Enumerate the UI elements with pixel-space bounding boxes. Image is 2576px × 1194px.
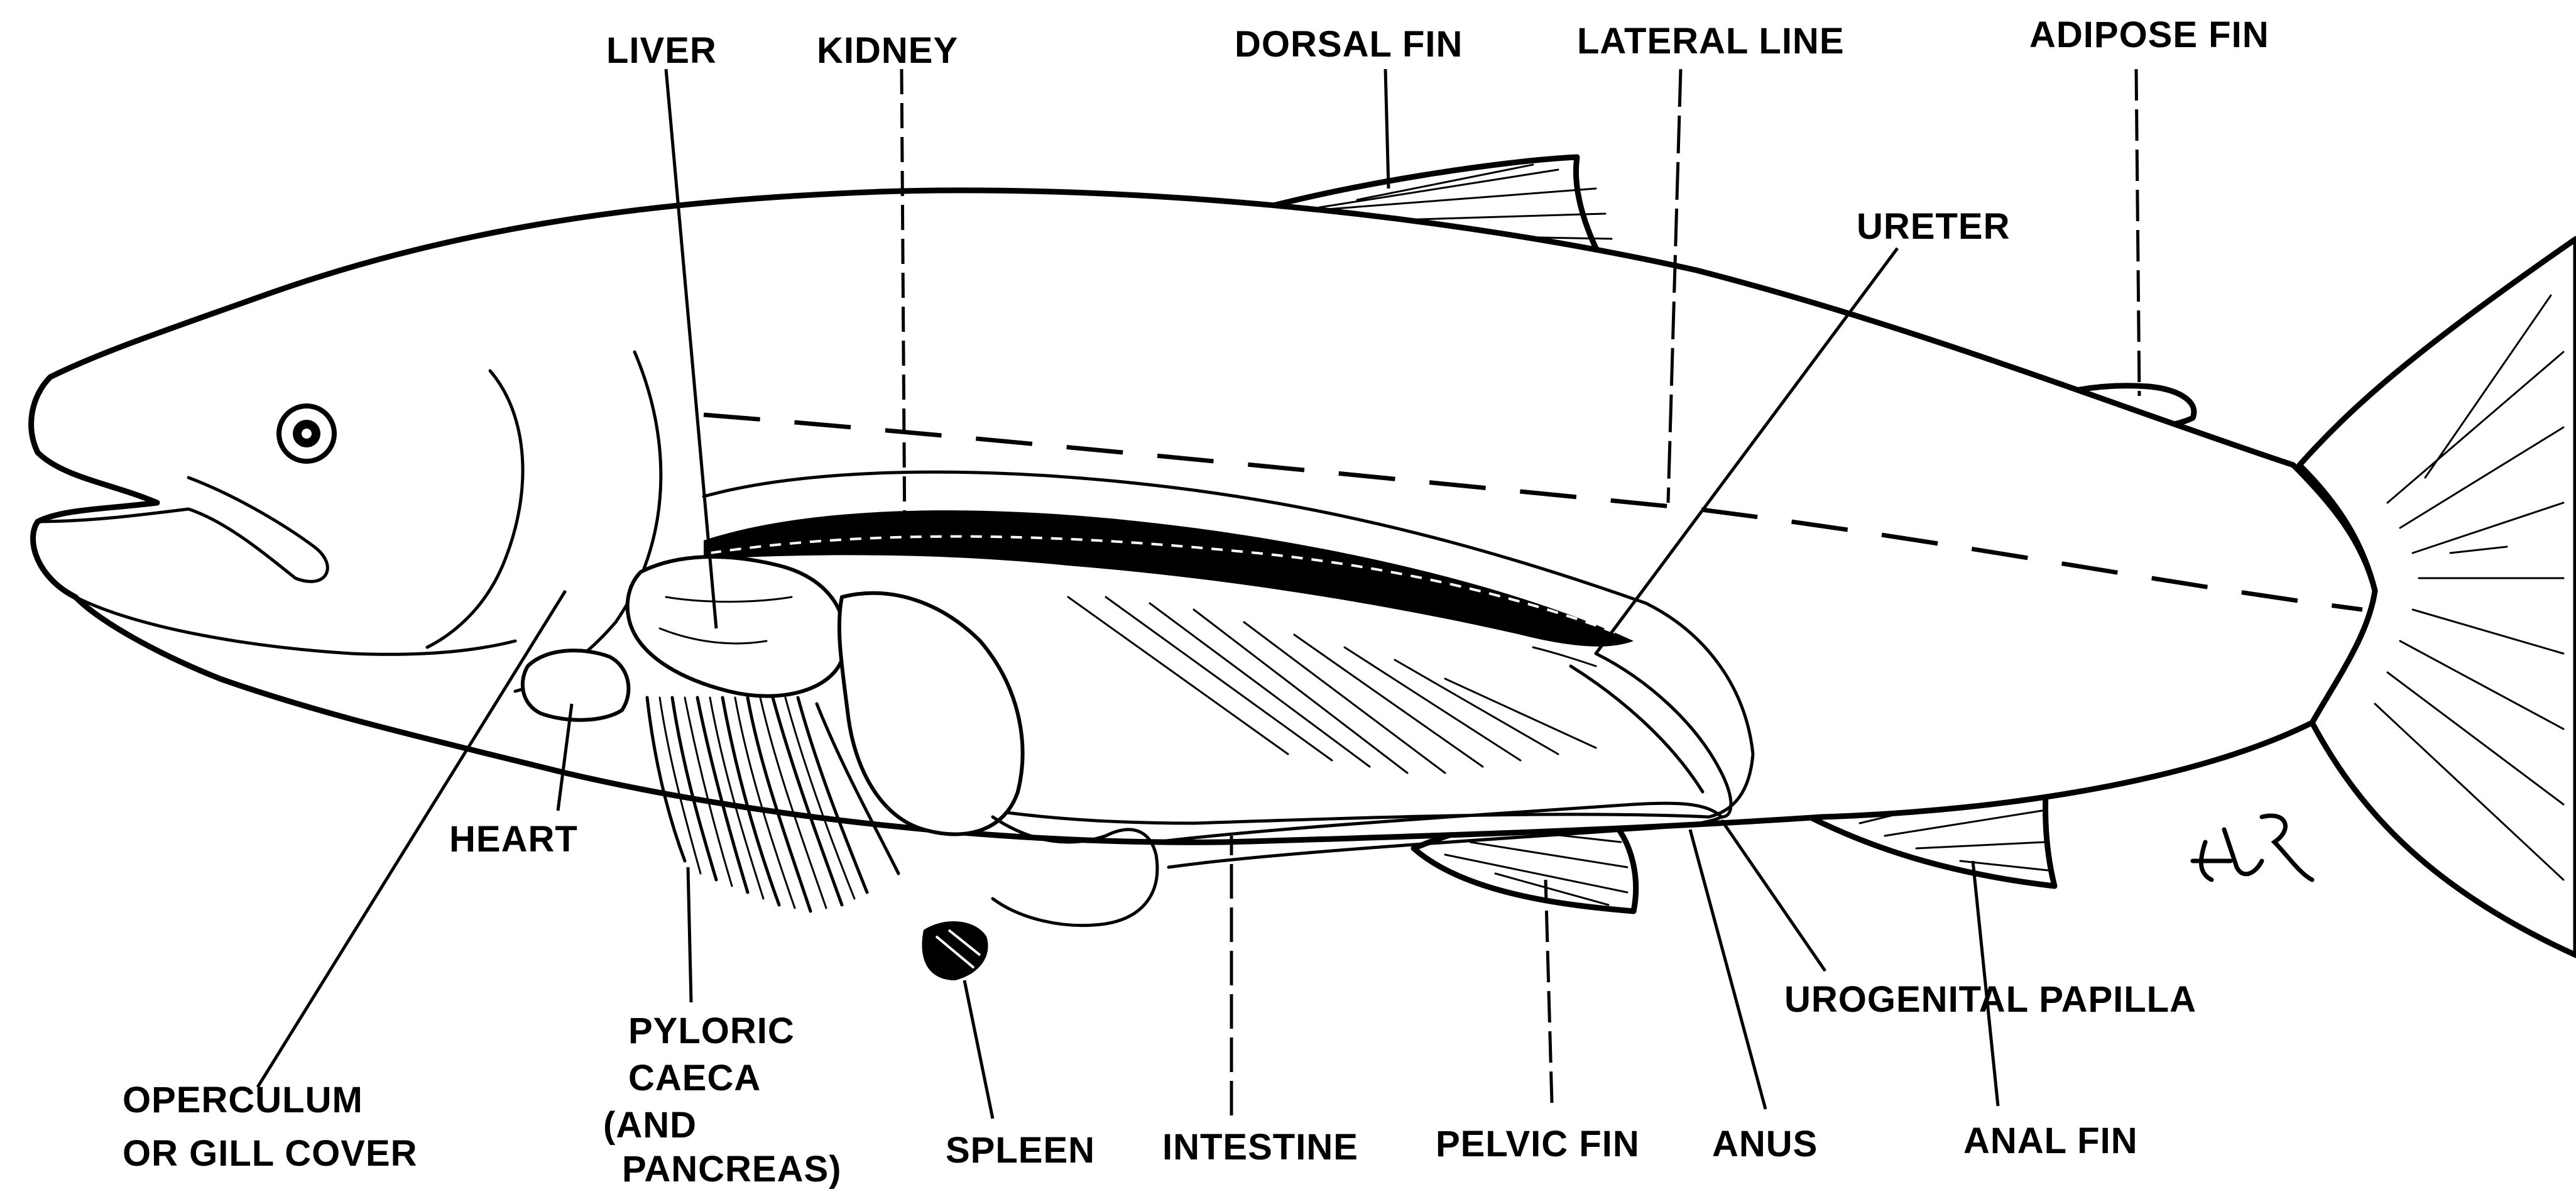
- label-intestine: INTESTINE: [1162, 1127, 1358, 1168]
- label-adipose-fin: ADIPOSE FIN: [2029, 14, 2269, 55]
- label-dorsal-fin: DORSAL FIN: [1235, 24, 1463, 65]
- spleen: [922, 921, 988, 980]
- heart: [523, 650, 629, 720]
- label-kidney: KIDNEY: [817, 30, 958, 71]
- label-spleen: SPLEEN: [946, 1130, 1095, 1171]
- label-pyloric-2: CAECA: [628, 1058, 761, 1098]
- label-pyloric-3: (AND: [603, 1105, 697, 1146]
- label-pyloric-4: PANCREAS): [622, 1149, 842, 1190]
- label-pyloric-1: PYLORIC: [628, 1011, 795, 1051]
- artist-signature: [2193, 816, 2312, 880]
- label-liver: LIVER: [606, 30, 717, 71]
- label-heart: HEART: [449, 819, 578, 860]
- label-urogenital-papilla: UROGENITAL PAPILLA: [1784, 979, 2197, 1020]
- label-anal-fin: ANAL FIN: [1963, 1120, 2138, 1161]
- label-pelvic-fin: PELVIC FIN: [1436, 1124, 1640, 1164]
- label-ureter: URETER: [1857, 206, 2010, 247]
- label-lateral-line: LATERAL LINE: [1577, 21, 1845, 62]
- label-anus: ANUS: [1712, 1124, 1818, 1164]
- fish-body: [31, 190, 2375, 842]
- label-operculum-1: OPERCULUM: [123, 1080, 363, 1120]
- label-operculum-2: OR GILL COVER: [123, 1133, 418, 1174]
